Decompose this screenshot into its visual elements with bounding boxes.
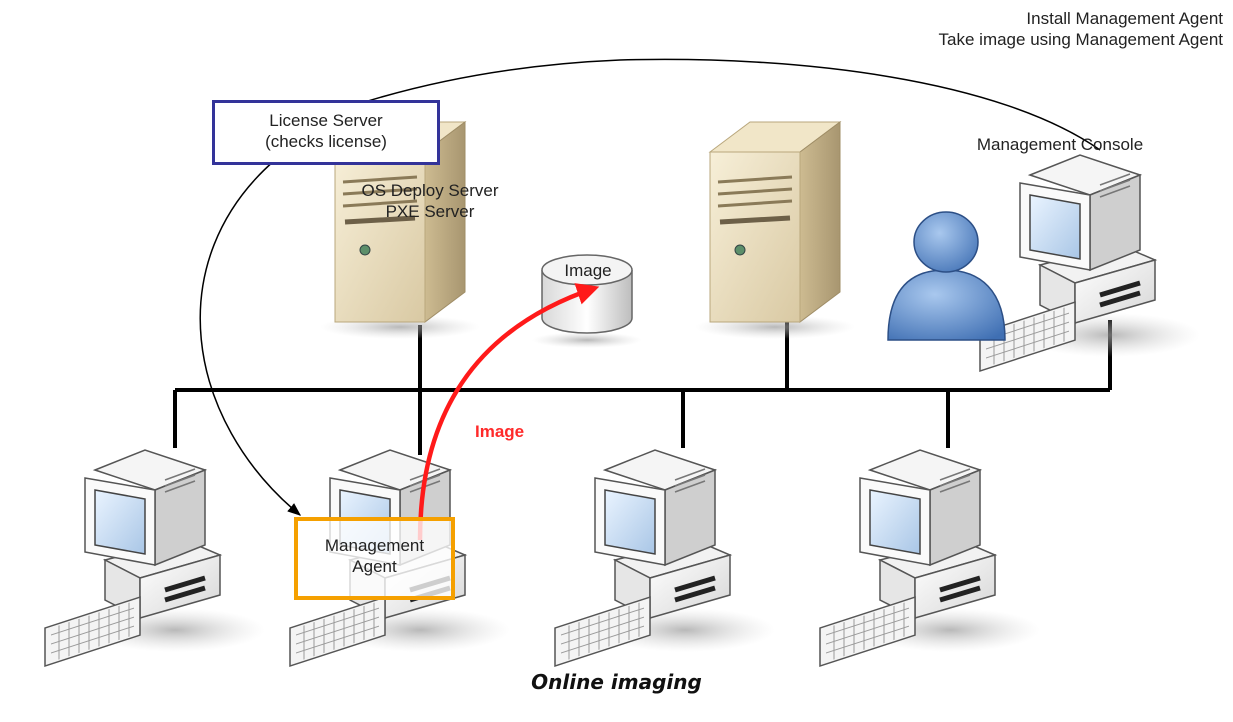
os-deploy-server-line: OS Deploy Server [361, 181, 499, 200]
management-line: Management [324, 536, 425, 555]
os-deploy-server-label: OS Deploy Server PXE Server [340, 180, 520, 222]
management-console-label: Management Console [976, 135, 1144, 154]
license-server-box [212, 100, 440, 165]
client-computer-icon [820, 450, 1040, 666]
client-computer-icon [555, 450, 775, 666]
figure-caption: Online imaging [531, 670, 702, 694]
management-agent-label: Management Agent [294, 535, 455, 577]
client-computer-icon [45, 450, 265, 666]
image-arrow [417, 283, 600, 541]
install-agent-line: Install Management Agent [1026, 9, 1223, 28]
image-arrow-label: Image [475, 422, 525, 441]
license-server-label: License Server (checks license) [212, 110, 440, 152]
user-icon [887, 211, 1006, 341]
console-computer-icon [980, 155, 1200, 371]
take-image-line: Take image using Management Agent [938, 30, 1223, 49]
server-icon [695, 122, 855, 339]
agent-line: Agent [352, 557, 397, 576]
license-check-arc [199, 159, 302, 516]
install-agent-label: Install Management Agent Take image usin… [939, 8, 1223, 50]
management-agent-box [294, 517, 455, 600]
image-cylinder-label: Image [564, 261, 612, 280]
pxe-server-line: PXE Server [385, 202, 475, 221]
checks-license-line: (checks license) [265, 132, 387, 151]
license-server-line: License Server [269, 111, 383, 130]
